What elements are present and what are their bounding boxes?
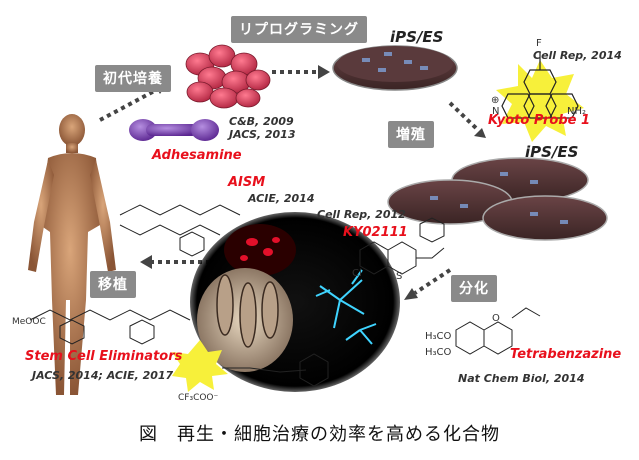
- petri-dish-stack: [387, 157, 608, 241]
- atom-h3co-2: H₃CO: [425, 347, 452, 358]
- microscopy-panel: [190, 212, 400, 392]
- ref-adhesamine-1: C&B, 2009: [229, 115, 294, 128]
- step-transplant: 移植: [90, 271, 136, 298]
- compound-tetrabenazine: Tetrabenzazine: [510, 347, 622, 362]
- step-differentiation: 分化: [451, 275, 497, 302]
- atom-n: N: [492, 106, 500, 117]
- ref-aism: ACIE, 2014: [248, 192, 315, 205]
- ips-es-label-top: iPS/ES: [390, 28, 444, 46]
- ips-es-label-right: iPS/ES: [525, 143, 579, 161]
- ref-kyoto-probe: Cell Rep, 2014: [533, 49, 622, 62]
- step-primary-culture: 初代培養: [95, 65, 171, 92]
- ref-ky02111: Cell Rep, 2012: [317, 208, 406, 221]
- step-reprogramming: リプログラミング: [231, 16, 367, 43]
- ref-eliminators: JACS, 2014; ACIE, 2017: [32, 369, 174, 382]
- adhesamine-molecule-icon: [129, 119, 219, 141]
- compound-kyoto-probe: Kyoto Probe 1: [488, 113, 591, 128]
- compound-ky02111: KY02111: [343, 225, 408, 240]
- compound-stem-cell-eliminators: Stem Cell Eliminators: [25, 349, 183, 364]
- kyoto-probe-burst-icon: [496, 52, 584, 142]
- human-figure-icon: [28, 114, 116, 395]
- ref-tetrabenazine: Nat Chem Biol, 2014: [458, 372, 585, 385]
- atom-o: O: [492, 313, 500, 324]
- atom-nh2: NH₂: [567, 106, 587, 117]
- compound-aism: AISM: [228, 175, 266, 190]
- atom-s: S: [396, 271, 403, 282]
- atom-cf3coo: CF₃COO⁻: [178, 393, 219, 403]
- atom-h3co-1: H₃CO: [425, 331, 452, 342]
- chemical-structures: [29, 204, 541, 387]
- compound-adhesamine: Adhesamine: [152, 148, 242, 163]
- atom-cl: Cl: [352, 268, 362, 279]
- atom-f: F: [536, 38, 542, 49]
- primary-cells-icon: [185, 44, 271, 109]
- step-proliferation: 増殖: [388, 121, 434, 148]
- process-arrows: [99, 70, 480, 295]
- eliminator-burst-icon: [172, 340, 228, 392]
- ref-adhesamine-2: JACS, 2013: [229, 128, 296, 141]
- figure-caption: 図 再生・細胞治療の効率を高める化合物: [139, 424, 500, 445]
- atom-plus: ⊕: [491, 95, 500, 106]
- atom-meooc: MeOOC: [12, 317, 46, 327]
- petri-dish-top: [332, 45, 458, 91]
